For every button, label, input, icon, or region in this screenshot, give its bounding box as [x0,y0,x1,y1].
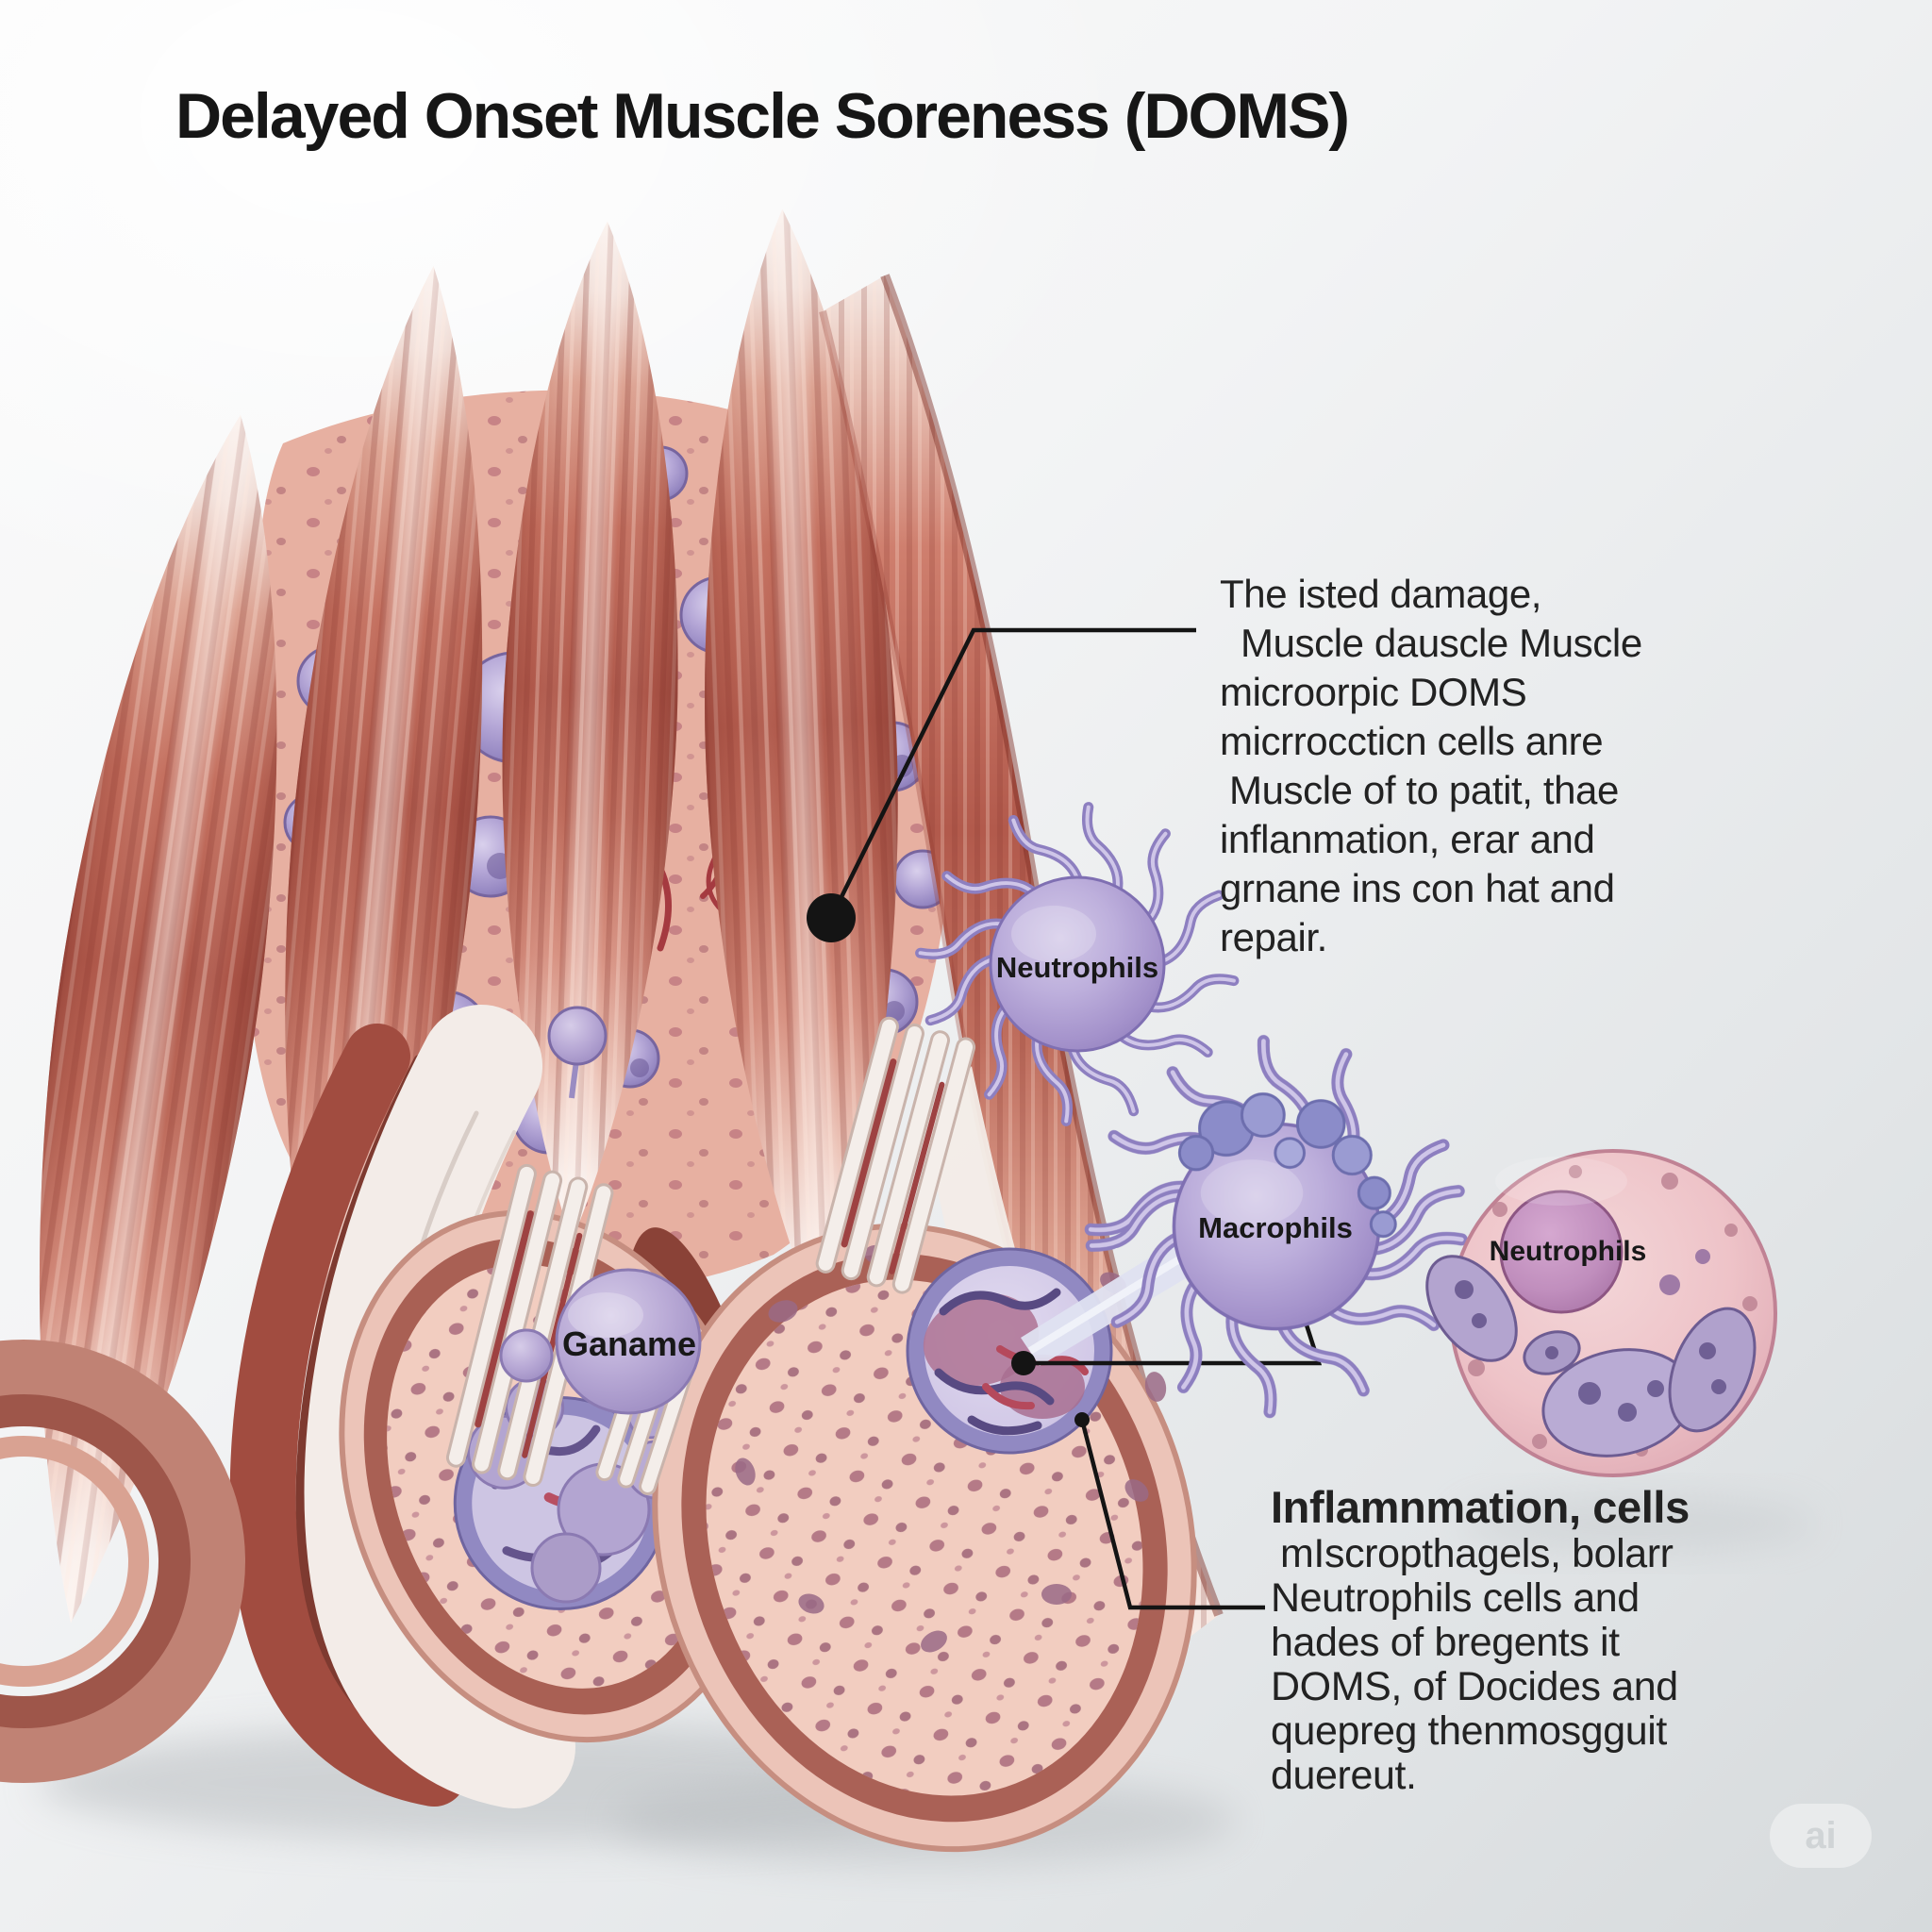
annotation-line: The isted damage, [1220,572,1542,616]
annotation-line: microorpic DOMS [1220,670,1527,714]
macrophage-cell [1091,1041,1461,1412]
macrophage-vesicles [1177,1092,1397,1239]
page-title: Delayed Onset Muscle Soreness (DOMS) [175,80,1350,152]
annotation-lower: Inflamnmation, cells mIscropthagels, bol… [1271,1483,1837,1798]
label-neutrophils-large-cell: Neutrophils [1490,1236,1647,1267]
annotation-line: duereut. [1271,1753,1417,1798]
annotation-line: DOMS, of Docides and [1271,1664,1678,1709]
annotation-line: hades of bregents it [1271,1620,1620,1665]
annotation-line: micrroccticn cells anre [1220,719,1604,763]
annotation-line: inflanmation, erar and [1220,817,1595,861]
annotation-upper: The isted damage, Muscle dauscle Muscle … [1220,570,1786,962]
annotation-line: Muscle of to patit, thae [1229,768,1619,812]
neutrophil-cell [921,808,1234,1122]
rolled-fiber-edge [0,1340,245,1783]
ai-watermark-label: ai [1805,1814,1837,1857]
annotation-line: Muscle dauscle Muscle [1241,621,1642,665]
ganame-blob [499,1006,702,1415]
cut-fiber-right [652,1223,1197,1853]
leader-line-upper [828,627,1196,919]
annotation-heading: Inflamnmation, cells [1271,1482,1690,1532]
annotation-line: repair. [1220,915,1327,959]
annotation-line: grnane ins con hat and [1220,866,1615,910]
large-cell [1425,1149,1777,1477]
label-macrophils: Macrophils [1198,1211,1353,1244]
label-ganame: Ganame [562,1324,696,1363]
ai-watermark-badge: ai [1770,1804,1872,1868]
leader-line-lower [1079,1419,1265,1610]
annotation-line: Neutrophils cells and [1271,1575,1640,1621]
label-neutrophils-spiky: Neutrophils [996,951,1158,984]
large-cell-nucleus [1499,1190,1624,1314]
annotation-line: mIscropthagels, bolarr [1280,1531,1674,1576]
annotation-line: quepreg thenmosgguit [1271,1708,1667,1754]
